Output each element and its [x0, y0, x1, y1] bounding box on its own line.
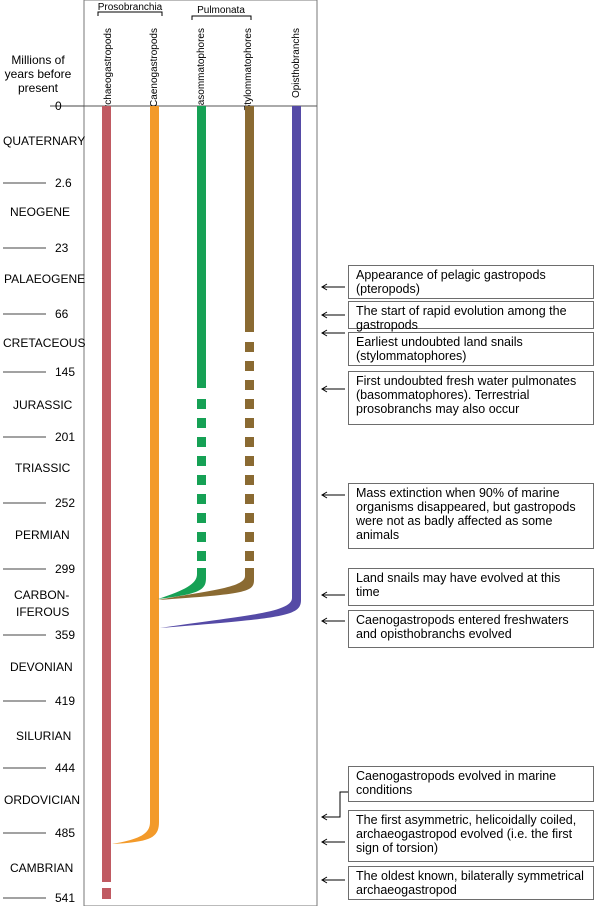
stylommatophores-segment [245, 361, 254, 371]
basommatophores-origin [158, 568, 206, 599]
arrow-freshwater-entry [321, 617, 345, 625]
basommatophores-segment [197, 418, 206, 428]
annotation-marine-caenogastropods: Caenogastropods evolved in marine condit… [348, 766, 594, 802]
boundary-541: 541 [55, 891, 75, 905]
annotation-arrows [321, 283, 348, 884]
stylommatophores-segment [245, 399, 254, 409]
period-triassic: TRIASSIC [15, 461, 71, 475]
axis-title-line-1: Millions of [11, 53, 65, 67]
boundary-2-6: 2.6 [55, 176, 72, 190]
stylommatophores-segment [245, 418, 254, 428]
stylommatophores-origin [158, 568, 254, 600]
boundary-23: 23 [55, 241, 69, 255]
annotation-torsion: The first asymmetric, helicoidally coile… [348, 810, 594, 862]
boundary-201: 201 [55, 430, 75, 444]
basommatophores-segment [197, 532, 206, 542]
stylommatophores-uncertain-record [245, 342, 254, 561]
stylommatophores-segment [245, 475, 254, 485]
prosobranchia-bracket [97, 11, 163, 16]
boundary-359: 359 [55, 628, 75, 642]
pulmonata-bracket [191, 15, 252, 20]
period-cambrian: CAMBRIAN [10, 861, 73, 875]
lineage-label-opisthobranchs: Opisthobranchs [291, 28, 302, 98]
boundary-444: 444 [55, 761, 75, 775]
arrow-fresh-water-pulmonates [321, 385, 345, 393]
basommatophores-segment [197, 437, 206, 447]
basommatophores-segment [197, 494, 206, 504]
annotation-pteropods: Appearance of pelagic gastropods (pterop… [348, 265, 594, 299]
group-label-pulmonata: Pulmonata [197, 5, 245, 16]
caenogastropods-bar [112, 106, 159, 844]
period-palaeogene: PALAEOGENE [4, 272, 85, 286]
arrow-torsion [321, 838, 345, 846]
lineage-label-archaeogastropods: Archaeogastropods [103, 28, 114, 115]
boundary-419: 419 [55, 694, 75, 708]
arrow-oldest-archaeogastropod [321, 876, 345, 884]
stylommatophores-segment [245, 380, 254, 390]
lineage-label-caenogastropods: Caenogastropods [149, 28, 160, 107]
chart-frame [83, 0, 318, 906]
stylommatophores-segment [245, 437, 254, 447]
period-carboniferous-line-2: IFEROUS [16, 605, 69, 619]
boundary-145: 145 [55, 365, 75, 379]
stylommatophores-segment [245, 532, 254, 542]
group-label-prosobranchia: Prosobranchia [98, 2, 163, 13]
period-devonian: DEVONIAN [10, 660, 73, 674]
period-ordovician: ORDOVICIAN [4, 793, 80, 807]
annotation-land-snails: Earliest undoubted land snails (stylomma… [348, 332, 594, 366]
stylommatophores-segment [245, 513, 254, 523]
stylommatophores-bar [245, 106, 254, 332]
arrow-marine-caenogastropods [321, 791, 348, 821]
boundary-66: 66 [55, 307, 69, 321]
period-silurian: SILURIAN [16, 729, 71, 743]
period-neogene: NEOGENE [10, 205, 70, 219]
period-cretaceous: CRETACEOUS [3, 336, 85, 350]
archaeogastropods-bar [102, 106, 111, 882]
annotation-oldest-archaeogastropod: The oldest known, bilaterally symmetrica… [348, 866, 594, 900]
boundary-0: 0 [55, 99, 62, 113]
stylommatophores-segment [245, 551, 254, 561]
arrow-rapid-evolution [321, 311, 345, 319]
period-permian: PERMIAN [15, 528, 70, 542]
archaeogastropods-bar-base [102, 888, 111, 899]
period-jurassic: JURASSIC [13, 398, 73, 412]
basommatophores-segment [197, 551, 206, 561]
annotation-rapid-evolution: The start of rapid evolution among the g… [348, 301, 594, 332]
annotation-mass-extinction: Mass extinction when 90% of marine organ… [348, 483, 594, 549]
annotation-freshwater-entry: Caenogastropods entered freshwaters and … [348, 610, 594, 648]
opisthobranchs-bar [160, 106, 301, 628]
boundary-252: 252 [55, 496, 75, 510]
basommatophores-segment [197, 456, 206, 466]
basommatophores-uncertain-record [197, 399, 206, 561]
lineage-label-stylommatophores: Stylommatophores [243, 28, 254, 111]
axis-title-line-2: years before [5, 67, 72, 81]
period-carboniferous-line-1: CARBON- [14, 588, 69, 602]
boundary-299: 299 [55, 562, 75, 576]
lineage-label-basommatophores: Basommatophores [196, 28, 207, 112]
stylommatophores-segment [245, 494, 254, 504]
arrow-pteropods [321, 283, 345, 291]
arrow-mass-extinction [321, 491, 345, 499]
annotation-land-snails-evolved: Land snails may have evolved at this tim… [348, 568, 594, 606]
arrow-land-snails [321, 329, 345, 337]
stylommatophores-segment [245, 342, 254, 352]
axis-title-line-3: present [18, 81, 59, 95]
arrow-land-snails-evolved [321, 591, 345, 599]
basommatophores-segment [197, 475, 206, 485]
stylommatophores-segment [245, 456, 254, 466]
basommatophores-segment [197, 399, 206, 409]
period-quaternary: QUATERNARY [3, 134, 85, 148]
period-carboniferous: CARBON- IFEROUS [14, 588, 73, 619]
boundary-485: 485 [55, 826, 75, 840]
basommatophores-segment [197, 513, 206, 523]
annotation-fresh-water-pulmonates: First undoubted fresh water pulmonates (… [348, 371, 594, 425]
basommatophores-bar [197, 106, 206, 388]
